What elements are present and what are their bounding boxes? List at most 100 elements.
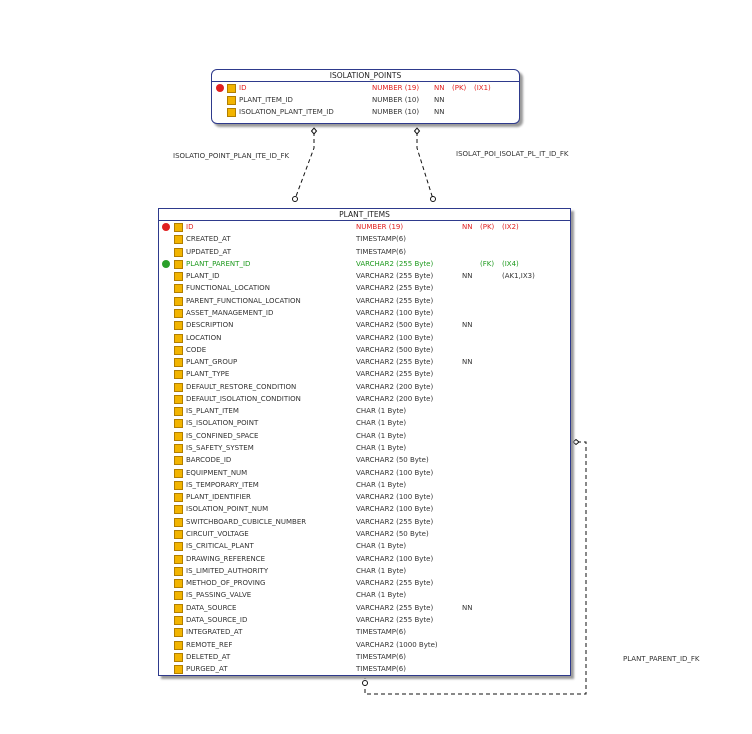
column-name: CREATED_AT (186, 235, 231, 244)
entity-title: PLANT_ITEMS (159, 209, 570, 221)
column-index: (IX1) (474, 84, 491, 92)
column-nn: NN (462, 358, 473, 367)
column-type: VARCHAR2 (100 Byte) (356, 333, 434, 342)
column-name: PLANT_PARENT_ID (186, 259, 251, 268)
column-grid-icon (174, 431, 183, 441)
relationship-label-3: PLANT_PARENT_ID_FK (623, 655, 700, 663)
column-type: CHAR (1 Byte) (356, 407, 407, 416)
column-grid-icon (174, 542, 183, 552)
column-index: (AK1,IX3) (502, 272, 535, 281)
column-grid-icon (174, 579, 183, 589)
column-name: CODE (186, 345, 207, 354)
column-nn: NN (434, 96, 445, 104)
column-name: METHOD_OF_PROVING (186, 579, 266, 588)
column-grid-icon (174, 517, 183, 527)
column-type: CHAR (1 Byte) (356, 431, 407, 440)
column-type: CHAR (1 Byte) (356, 419, 407, 428)
column-name: BARCODE_ID (186, 456, 232, 465)
column-name: PLANT_GROUP (186, 358, 238, 367)
column-type: VARCHAR2 (100 Byte) (356, 554, 434, 563)
column-type: NUMBER (19) (372, 84, 420, 92)
column-nn: NN (462, 223, 473, 231)
column-type: VARCHAR2 (255 Byte) (356, 579, 434, 588)
column-grid-icon (174, 370, 183, 380)
column-grid-icon (174, 640, 183, 650)
column-grid-icon (174, 345, 183, 355)
column-name: FUNCTIONAL_LOCATION (186, 284, 270, 293)
column-name: IS_LIMITED_AUTHORITY (186, 566, 269, 575)
column-grid-icon (174, 456, 183, 466)
column-grid-icon (174, 628, 183, 638)
column-name: DATA_SOURCE (186, 603, 237, 612)
column-name: ISOLATION_POINT_NUM (186, 505, 269, 514)
column-type: VARCHAR2 (255 Byte) (356, 284, 434, 293)
column-name: LOCATION (186, 333, 222, 342)
rel-end-1a (310, 127, 318, 135)
column-type: NUMBER (19) (356, 223, 404, 231)
column-key: (PK) (452, 84, 467, 92)
column-grid-icon (174, 480, 183, 490)
column-name: PARENT_FUNCTIONAL_LOCATION (186, 296, 301, 305)
column-type: VARCHAR2 (100 Byte) (356, 493, 434, 502)
column-type: VARCHAR2 (255 Byte) (356, 272, 434, 281)
column-type: VARCHAR2 (255 Byte) (356, 259, 434, 268)
column-index: (IX2) (502, 223, 519, 231)
column-name: DEFAULT_RESTORE_CONDITION (186, 382, 297, 391)
column-grid-icon (174, 665, 183, 675)
column-type: VARCHAR2 (100 Byte) (356, 505, 434, 514)
column-nn: NN (434, 108, 445, 116)
column-row: PLANT_GROUP VARCHAR2 (255 Byte) NN (159, 356, 570, 368)
column-grid-icon (174, 321, 183, 331)
column-type: TIMESTAMP(6) (356, 652, 406, 661)
column-grid-icon (174, 382, 183, 392)
column-type: VARCHAR2 (500 Byte) (356, 321, 434, 330)
column-type: NUMBER (10) (372, 96, 420, 104)
column-grid-icon (174, 615, 183, 625)
column-grid-icon (174, 247, 183, 257)
key-icon (162, 223, 170, 231)
column-row: METHOD_OF_PROVING VARCHAR2 (255 Byte) (159, 577, 570, 589)
column-row: ISOLATION_POINT_NUM VARCHAR2 (100 Byte) (159, 503, 570, 515)
column-grid-icon (227, 84, 236, 93)
column-grid-icon (174, 591, 183, 601)
rel-end-2a (413, 127, 421, 135)
column-name: EQUIPMENT_NUM (186, 468, 248, 477)
entity-title: ISOLATION_POINTS (212, 70, 519, 82)
rel-line-3 (364, 441, 587, 695)
column-name: IS_PASSING_VALVE (186, 591, 252, 600)
column-grid-icon (174, 505, 183, 515)
column-name: CIRCUIT_VOLTAGE (186, 530, 249, 538)
column-key: (FK) (480, 259, 495, 268)
column-type: VARCHAR2 (100 Byte) (356, 308, 434, 317)
column-type: VARCHAR2 (255 Byte) (356, 370, 434, 379)
column-name: IS_TEMPORARY_ITEM (186, 480, 259, 489)
column-name: ID (186, 223, 194, 231)
column-grid-icon (174, 530, 183, 539)
column-name: IS_CRITICAL_PLANT (186, 542, 254, 551)
column-grid-icon (174, 554, 183, 564)
column-name: DEFAULT_ISOLATION_CONDITION (186, 394, 301, 403)
column-type: VARCHAR2 (255 Byte) (356, 358, 434, 367)
column-type: TIMESTAMP(6) (356, 247, 406, 256)
rel-end-3a (572, 438, 580, 446)
